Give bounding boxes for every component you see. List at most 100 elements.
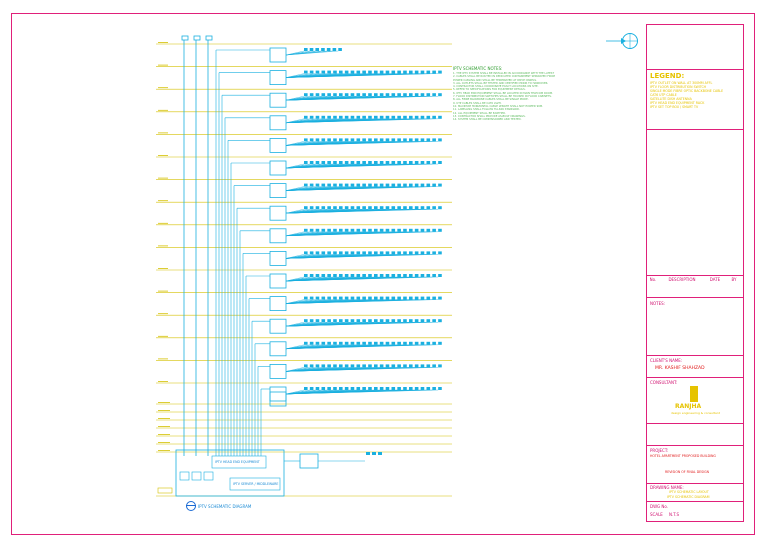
utp-cable xyxy=(285,96,439,101)
iptv-outlet-icon xyxy=(333,70,337,74)
iptv-outlet-icon xyxy=(385,228,390,232)
iptv-outlet-icon xyxy=(420,70,425,74)
iptv-outlet-icon xyxy=(403,251,407,255)
iptv-outlet-icon xyxy=(403,296,407,300)
iptv-outlet-icon xyxy=(315,319,320,323)
iptv-outlet-icon xyxy=(385,364,390,368)
iptv-outlet-icon xyxy=(304,93,308,97)
iptv-outlet-icon xyxy=(315,364,320,368)
iptv-outlet-icon xyxy=(374,161,378,164)
iptv-outlet-icon xyxy=(409,228,413,232)
iptv-outlet-icon xyxy=(339,70,343,74)
iptv-outlet-icon xyxy=(403,183,407,187)
iptv-outlet-icon xyxy=(356,93,361,97)
iptv-outlet-icon xyxy=(368,296,372,300)
iptv-outlet-icon xyxy=(327,319,331,323)
title-block: LEGEND: IPTV OUTLET ON WALL AT 300MM AFF… xyxy=(646,24,744,522)
utp-cable xyxy=(285,141,439,146)
iptv-outlet-icon xyxy=(432,228,436,232)
iptv-outlet-icon xyxy=(309,161,314,164)
iptv-outlet-icon xyxy=(321,387,326,390)
iptv-outlet-icon xyxy=(350,138,355,142)
iptv-outlet-icon xyxy=(344,138,349,142)
iptv-outlet-icon xyxy=(368,93,372,97)
iptv-outlet-icon xyxy=(426,115,431,119)
iptv-outlet-icon xyxy=(420,206,425,210)
iptv-outlet-icon xyxy=(432,387,436,390)
iptv-outlet-icon xyxy=(391,274,396,277)
iptv-outlet-icon xyxy=(339,138,343,142)
note-line: 14. SYSTEM SHALL BE COMMISSIONED AND TES… xyxy=(453,118,522,122)
iptv-outlet-icon xyxy=(339,341,343,345)
iptv-outlet-icon xyxy=(333,341,337,345)
iptv-outlet-icon xyxy=(379,206,384,210)
iptv-outlet-icon xyxy=(315,228,320,232)
client-label: CLIENT'S NAME: xyxy=(650,358,683,363)
iptv-outlet-icon xyxy=(321,161,326,164)
note-line: 7. FLOOR DISTRIBUTION SWITCHES SHALL BE … xyxy=(453,95,552,99)
iptv-outlet-icon xyxy=(368,228,372,232)
iptv-outlet-icon xyxy=(414,228,419,232)
iptv-outlet-icon xyxy=(432,138,436,142)
iptv-outlet-icon xyxy=(414,161,419,164)
iptv-outlet-icon xyxy=(374,93,378,97)
iptv-outlet-icon xyxy=(350,387,355,390)
floor-switch xyxy=(269,160,287,176)
iptv-outlet-icon xyxy=(379,251,384,255)
iptv-outlet-icon xyxy=(321,206,326,210)
iptv-outlet-icon xyxy=(403,274,407,277)
satellite-dish-icon xyxy=(205,35,213,41)
note-line: 13. CONTRACTOR SHALL PROVIDE AS-BUILT DR… xyxy=(453,114,526,118)
iptv-outlet-icon xyxy=(350,251,355,255)
iptv-outlet-icon xyxy=(403,228,407,232)
iptv-outlet-icon xyxy=(426,319,431,323)
project-label: PROJECT: xyxy=(650,448,669,453)
iptv-outlet-icon xyxy=(315,183,320,187)
iptv-outlet-icon xyxy=(304,70,308,74)
iptv-outlet-icon xyxy=(344,341,349,345)
iptv-outlet-icon xyxy=(397,115,401,119)
iptv-outlet-icon xyxy=(397,138,401,142)
iptv-outlet-icon xyxy=(420,93,425,97)
iptv-outlet-icon xyxy=(409,115,413,119)
iptv-outlet-icon xyxy=(385,70,390,74)
iptv-outlet-icon xyxy=(420,115,425,119)
iptv-outlet-icon xyxy=(385,161,390,164)
floor-switch xyxy=(269,47,287,63)
iptv-outlet-icon xyxy=(409,251,413,255)
dwg-no-label: DWG No. xyxy=(650,504,669,509)
iptv-outlet-icon xyxy=(362,387,366,390)
iptv-outlet-icon xyxy=(409,319,413,323)
iptv-outlet-icon xyxy=(339,183,343,187)
iptv-outlet-icon xyxy=(327,138,331,142)
iptv-outlet-icon xyxy=(368,319,372,323)
iptv-outlet-icon xyxy=(344,93,349,97)
iptv-outlet-icon xyxy=(426,341,431,345)
notes-title: IPTV SCHEMATIC NOTES: xyxy=(453,66,503,71)
iptv-outlet-icon xyxy=(420,161,425,164)
blank-section xyxy=(647,129,743,275)
iptv-outlet-icon xyxy=(385,341,390,345)
iptv-outlet-icon xyxy=(332,48,337,51)
iptv-outlet-icon xyxy=(362,364,366,368)
iptv-outlet-icon xyxy=(432,183,436,187)
head-end-panel xyxy=(211,455,267,469)
iptv-outlet-icon xyxy=(366,452,370,455)
iptv-outlet-icon xyxy=(397,183,401,187)
iptv-outlet-icon xyxy=(309,93,314,97)
iptv-outlet-icon xyxy=(338,48,342,51)
iptv-outlet-icon xyxy=(414,296,419,300)
iptv-outlet-icon xyxy=(315,274,320,277)
note-line: 5. REFER TO SPECIFICATIONS FOR EQUIPMENT… xyxy=(453,88,526,92)
iptv-outlet-icon xyxy=(414,387,419,390)
iptv-outlet-icon xyxy=(397,296,401,300)
iptv-outlet-icon xyxy=(327,364,331,368)
iptv-outlet-icon xyxy=(315,251,320,255)
iptv-outlet-icon xyxy=(409,364,413,368)
iptv-outlet-icon xyxy=(304,206,308,210)
iptv-outlet-icon xyxy=(315,161,320,164)
iptv-outlet-icon xyxy=(362,93,366,97)
iptv-outlet-icon xyxy=(350,70,355,74)
iptv-outlet-icon xyxy=(391,206,396,210)
